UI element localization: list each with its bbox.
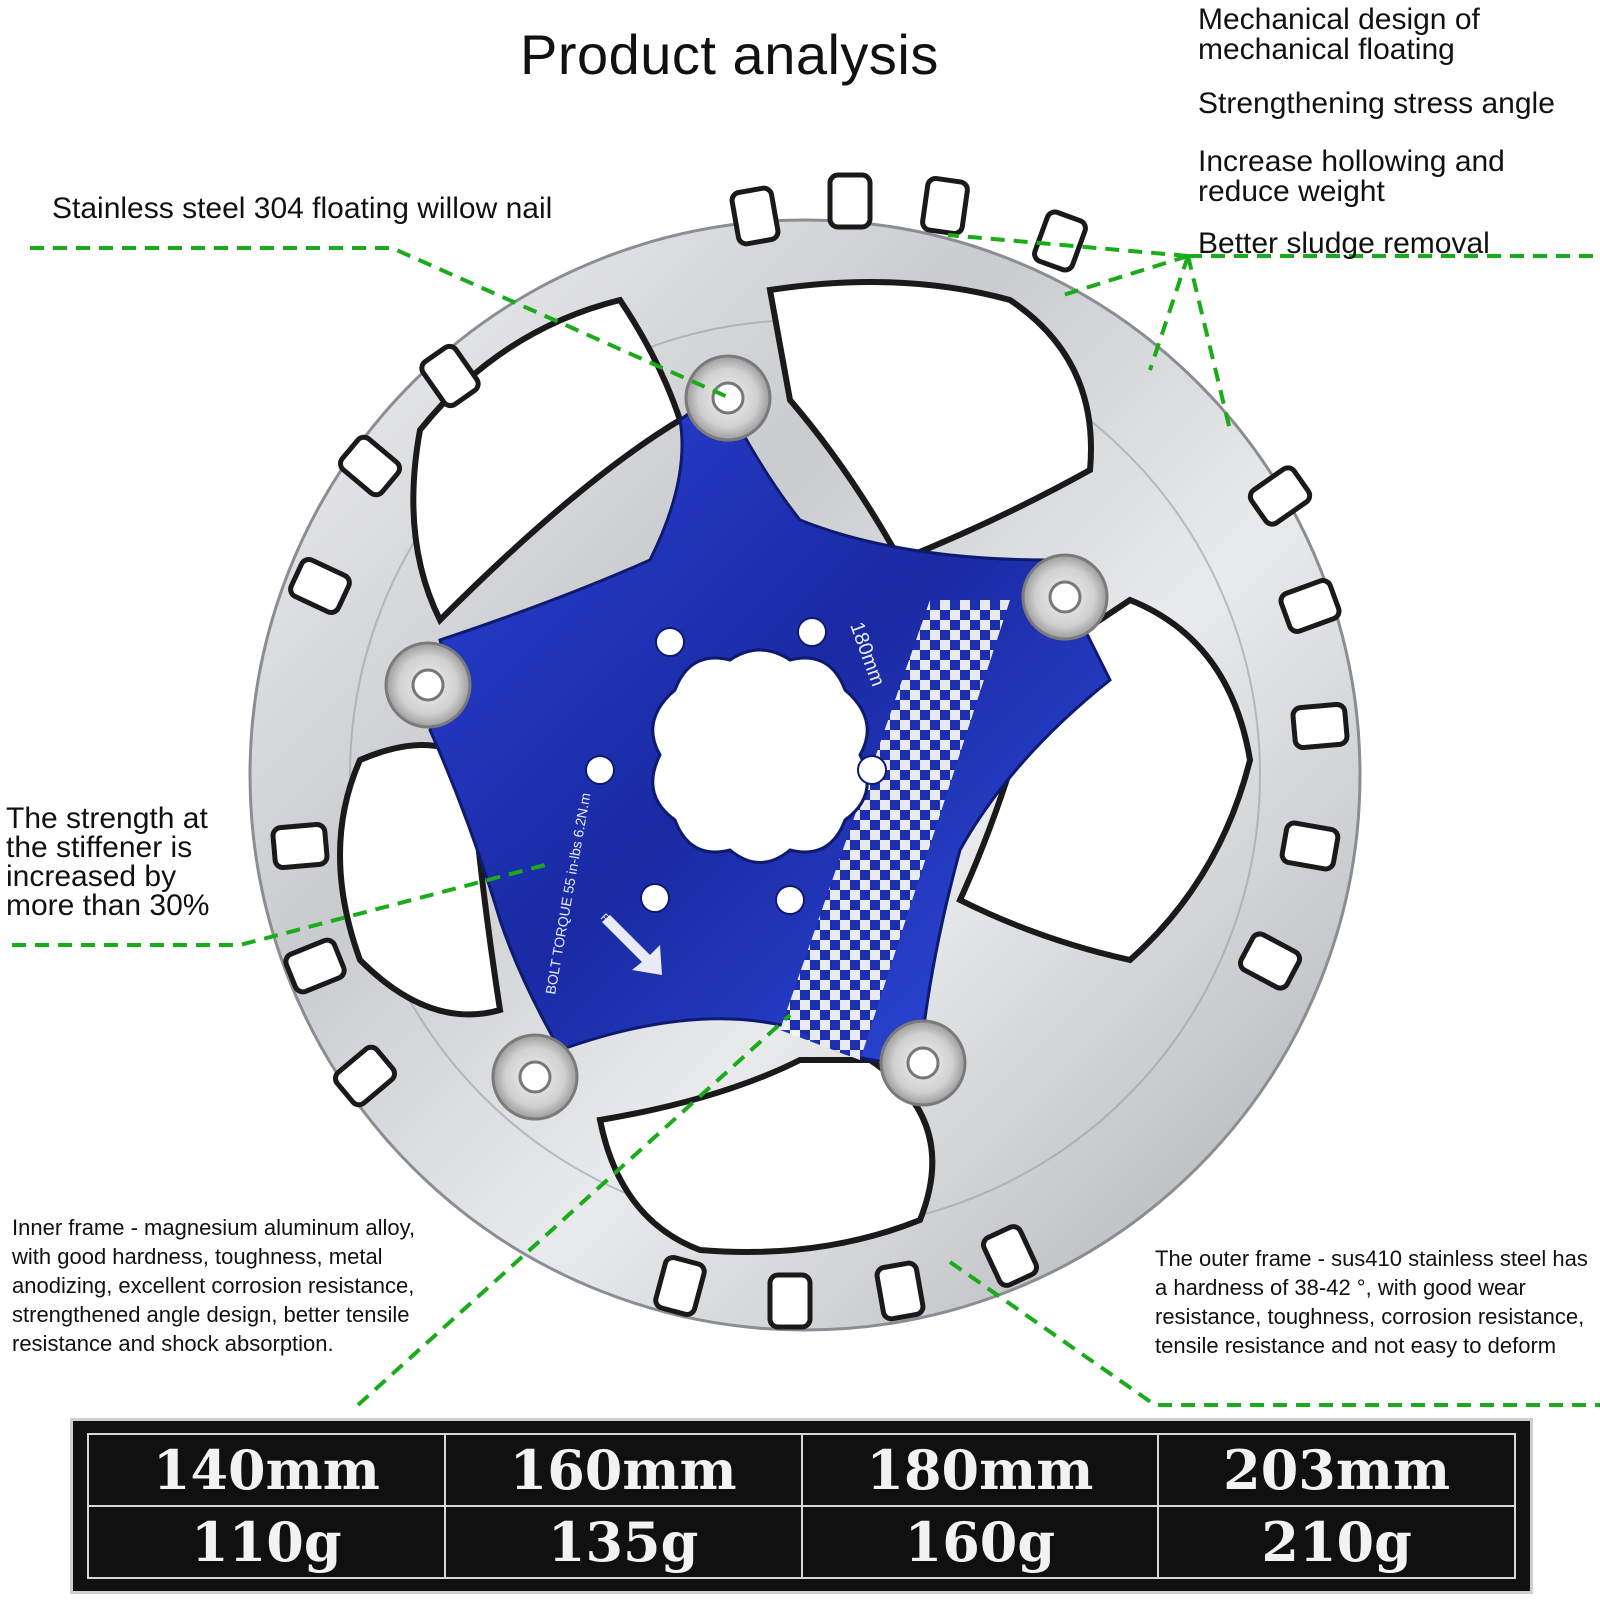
weight-cell: 110g <box>87 1505 446 1579</box>
feature-floating-design: Mechanical design of mechanical floating <box>1198 3 1480 66</box>
feature-hollowing: Increase hollowing and reduce weight <box>1198 145 1505 208</box>
size-row: 140mm 160mm 180mm 203mm <box>87 1433 1516 1507</box>
weight-cell: 135g <box>443 1505 803 1579</box>
weight-cell: 210g <box>1157 1505 1516 1579</box>
size-cell: 180mm <box>800 1433 1160 1507</box>
inner-frame <box>428 387 1112 1064</box>
page-title: Product analysis <box>520 23 939 86</box>
size-cell: 160mm <box>443 1433 803 1507</box>
callout-outer-frame: The outer frame - sus410 stainless steel… <box>1155 1246 1588 1358</box>
callout-floating-nail: Stainless steel 304 floating willow nail <box>52 192 553 225</box>
feature-stress-angle: Strengthening stress angle <box>1198 87 1555 120</box>
size-cell: 203mm <box>1157 1433 1516 1507</box>
callout-stiffener: The strength at the stiffener is increas… <box>6 802 210 922</box>
leader-lines <box>12 233 1600 1407</box>
weight-cell: 160g <box>800 1505 1160 1579</box>
feature-sludge-removal: Better sludge removal <box>1198 227 1490 260</box>
size-cell: 140mm <box>87 1433 446 1507</box>
callout-inner-frame: Inner frame - magnesium aluminum alloy, … <box>12 1215 416 1356</box>
floating-rivets <box>384 354 1109 1121</box>
weight-row: 110g 135g 160g 210g <box>87 1505 1516 1579</box>
size-weight-table: 140mm 160mm 180mm 203mm 110g 135g 160g 2… <box>70 1418 1533 1594</box>
